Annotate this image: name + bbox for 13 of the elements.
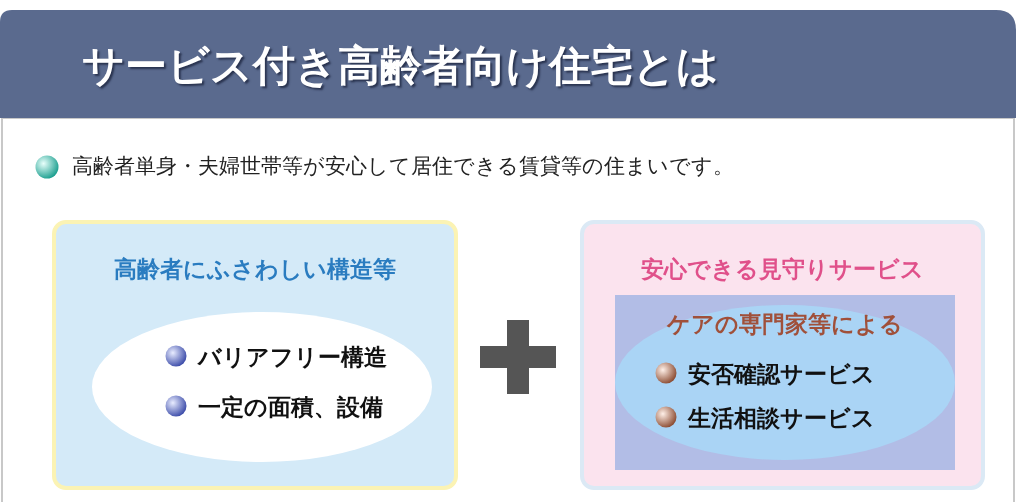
heading: 高齢者にふさわしい構造等 bbox=[113, 255, 397, 284]
service-card bbox=[580, 220, 985, 490]
heading: 安心できる見守りサービス bbox=[640, 255, 925, 284]
item-text: バリアフリー構造 bbox=[198, 343, 387, 372]
feature-card bbox=[52, 220, 458, 490]
service-panel bbox=[615, 295, 955, 470]
heading: ケアの専門家等による bbox=[666, 310, 904, 339]
item-text: 一定の面積、設備 bbox=[198, 393, 383, 422]
item-text: 安否確認サービス bbox=[688, 360, 875, 389]
feature-ellipse bbox=[92, 312, 432, 462]
item-text: 生活相談サービス bbox=[688, 404, 875, 433]
title: サービス付き高齢者向け住宅とは bbox=[82, 40, 719, 92]
intro-text: 高齢者単身・夫婦世帯等が安心して居住できる賃貸等の住まいです。 bbox=[72, 153, 734, 180]
